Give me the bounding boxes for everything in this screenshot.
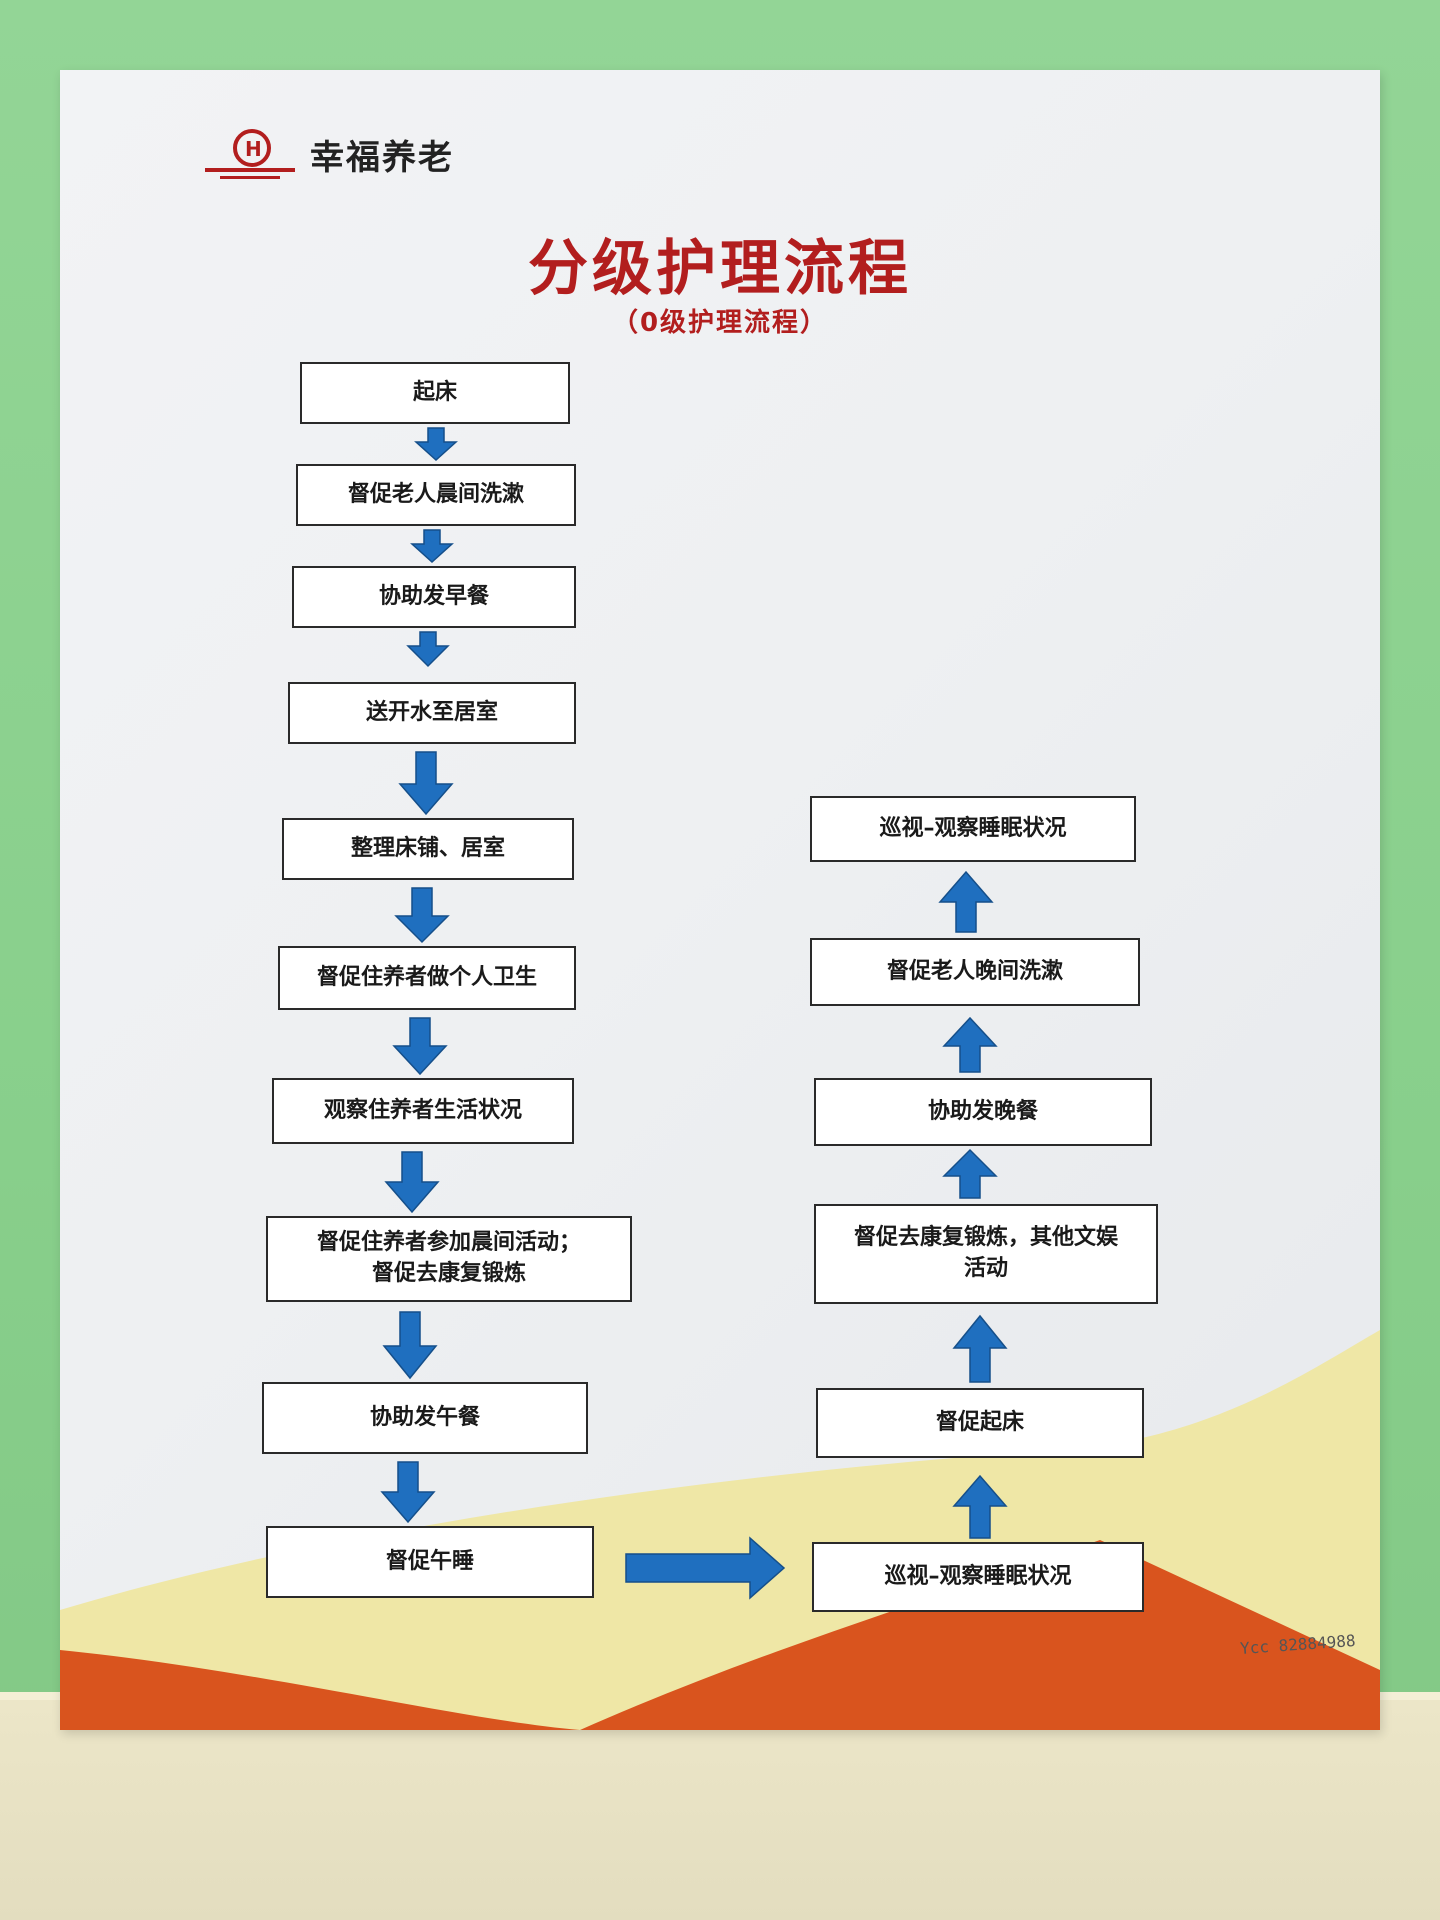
flow-step-label: 巡视–观察睡眠状况 (879, 815, 1067, 841)
brand-logo: H 幸福养老 (200, 124, 454, 184)
decor-orange-left (60, 1650, 580, 1730)
flow-step-left-7: 观察住养者生活状况 (272, 1078, 574, 1144)
arrow-down-icon (394, 887, 450, 944)
flow-step-label: 协助发晚餐 (927, 1098, 1038, 1124)
flow-step-label: 协助发午餐 (369, 1404, 480, 1430)
arrow-right-icon (625, 1536, 786, 1600)
arrow-down-icon (384, 1151, 440, 1214)
arrow-up-icon (942, 1016, 998, 1073)
flow-arrows (380, 427, 1008, 1600)
floor (0, 1700, 1440, 1920)
arrow-up-icon (952, 1474, 1008, 1539)
arrow-down-icon (414, 427, 458, 462)
flow-step-left-6: 督促住养者做个人卫生 (278, 946, 576, 1010)
flow-step-right-1: 巡视–观察睡眠状况 (812, 1542, 1144, 1612)
arrow-down-icon (398, 751, 454, 816)
flow-step-label: 督促住养者参加晨间活动； 督促去康复锻炼 (316, 1230, 581, 1286)
flow-step-right-5: 督促老人晚间洗漱 (810, 938, 1140, 1006)
flow-step-left-3: 协助发早餐 (292, 566, 576, 628)
flow-step-right-2: 督促起床 (816, 1388, 1144, 1458)
flow-step-label: 督促住养者做个人卫生 (316, 964, 537, 990)
arrow-down-icon (406, 631, 450, 668)
flow-step-label: 巡视–观察睡眠状况 (884, 1563, 1072, 1589)
arrow-down-icon (410, 529, 454, 564)
flow-step-label: 督促午睡 (385, 1548, 474, 1574)
flow-step-label: 督促起床 (935, 1409, 1024, 1435)
arrow-up-icon (952, 1314, 1008, 1383)
page-subtitle: （0级护理流程） (611, 308, 829, 338)
flow-step-left-2: 督促老人晨间洗漱 (296, 464, 576, 526)
flow-step-left-5: 整理床铺、居室 (282, 818, 574, 880)
flow-step-label: 督促去康复锻炼，其他文娱 活动 (853, 1225, 1118, 1281)
flow-step-label: 协助发早餐 (378, 583, 489, 609)
flow-step-right-4: 协助发晚餐 (814, 1078, 1152, 1146)
flow-step-label: 观察住养者生活状况 (323, 1097, 522, 1123)
arrow-down-icon (382, 1311, 438, 1380)
arrow-up-icon (942, 1148, 998, 1199)
elderly-care-logo-icon: H (205, 129, 295, 179)
decor-orange-right (580, 1540, 1380, 1730)
nursing-flow-poster: H 幸福养老 分级护理流程 （0级护理流程） 起床 督促老人晨间洗漱 协助发早餐… (60, 70, 1380, 1730)
flow-step-label: 督促老人晨间洗漱 (347, 481, 524, 507)
flow-step-label: 送开水至居室 (365, 699, 498, 725)
flow-step-label: 督促老人晚间洗漱 (886, 958, 1063, 984)
flow-step-label: 起床 (412, 379, 457, 405)
flow-step-left-8: 督促住养者参加晨间活动； 督促去康复锻炼 (266, 1216, 632, 1302)
brand-name: 幸福养老 (310, 137, 454, 178)
flow-step-right-6: 巡视–观察睡眠状况 (810, 796, 1136, 862)
arrow-down-icon (380, 1461, 436, 1524)
flow-step-left-1: 起床 (300, 362, 570, 424)
poster-decoration (60, 1330, 1380, 1730)
arrow-up-icon (938, 870, 994, 933)
flow-step-left-4: 送开水至居室 (288, 682, 576, 744)
flow-step-left-10: 督促午睡 (266, 1526, 594, 1598)
flow-step-label: 整理床铺、居室 (350, 835, 505, 861)
flow-step-right-3: 督促去康复锻炼，其他文娱 活动 (814, 1204, 1158, 1304)
arrow-down-icon (392, 1017, 448, 1076)
svg-text:H: H (245, 137, 262, 161)
page-title: 分级护理流程 (528, 234, 912, 304)
flow-step-left-9: 协助发午餐 (262, 1382, 588, 1454)
